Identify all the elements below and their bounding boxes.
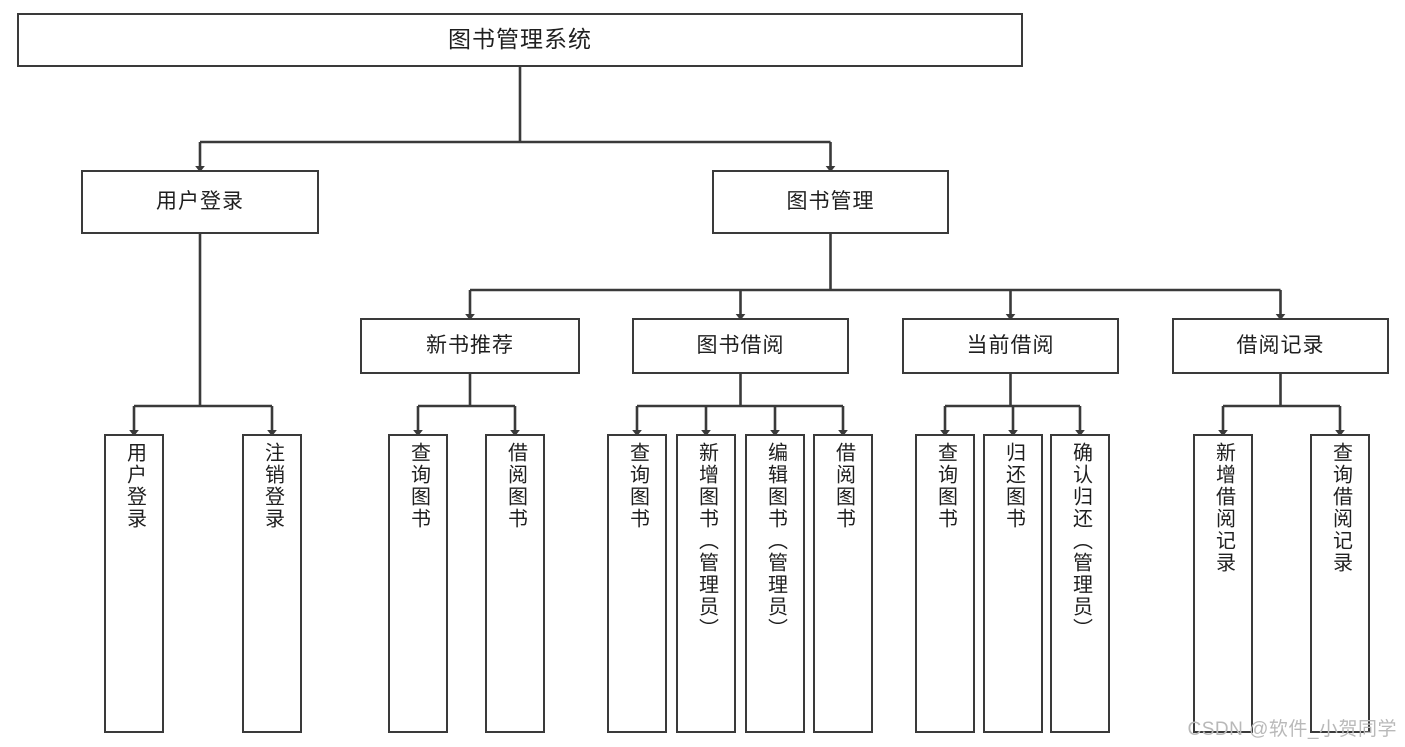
- node-lf3[interactable]: 查询图书: [388, 434, 448, 733]
- node-label: 编辑图书（管理员）: [764, 442, 787, 640]
- node-label: 图书借阅: [696, 334, 785, 358]
- node-label: 查询图书: [407, 442, 430, 530]
- node-label: 查询借阅记录: [1329, 442, 1352, 574]
- node-label: 借阅图书: [504, 442, 527, 530]
- node-label: 当前借阅: [966, 334, 1055, 358]
- node-label: 借阅图书: [832, 442, 855, 530]
- node-l2b[interactable]: 图书借阅: [632, 318, 849, 374]
- node-root[interactable]: 图书管理系统: [17, 13, 1023, 67]
- node-label: 注销登录: [261, 442, 284, 530]
- watermark-text: CSDN @软件_小贺同学: [1187, 719, 1397, 740]
- node-lf6[interactable]: 新增图书（管理员）: [676, 434, 736, 733]
- node-label: 借阅记录: [1236, 334, 1325, 358]
- node-lf10[interactable]: 归还图书: [983, 434, 1043, 733]
- node-lf2[interactable]: 注销登录: [242, 434, 302, 733]
- node-lf9[interactable]: 查询图书: [915, 434, 975, 733]
- node-label: 图书管理: [786, 190, 875, 214]
- node-lf13[interactable]: 查询借阅记录: [1310, 434, 1370, 733]
- node-label: 图书管理系统: [448, 26, 592, 53]
- node-lf5[interactable]: 查询图书: [607, 434, 667, 733]
- node-lf12[interactable]: 新增借阅记录: [1193, 434, 1253, 733]
- node-label: 新增图书（管理员）: [695, 442, 718, 640]
- node-label: 新增借阅记录: [1212, 442, 1235, 574]
- node-lf7[interactable]: 编辑图书（管理员）: [745, 434, 805, 733]
- node-label: 新书推荐: [426, 334, 514, 358]
- node-label: 归还图书: [1002, 442, 1025, 530]
- node-l1b[interactable]: 图书管理: [712, 170, 949, 234]
- node-l2c[interactable]: 当前借阅: [902, 318, 1119, 374]
- node-label: 查询图书: [626, 442, 649, 530]
- node-lf4[interactable]: 借阅图书: [485, 434, 545, 733]
- node-label: 用户登录: [123, 442, 146, 530]
- node-label: 确认归还（管理员）: [1069, 442, 1092, 640]
- edges-group: [129, 67, 1345, 437]
- node-l2a[interactable]: 新书推荐: [360, 318, 580, 374]
- node-lf11[interactable]: 确认归还（管理员）: [1050, 434, 1110, 733]
- node-label: 查询图书: [934, 442, 957, 530]
- node-lf8[interactable]: 借阅图书: [813, 434, 873, 733]
- node-lf1[interactable]: 用户登录: [104, 434, 164, 733]
- node-label: 用户登录: [156, 190, 244, 214]
- node-l1a[interactable]: 用户登录: [81, 170, 319, 234]
- node-l2d[interactable]: 借阅记录: [1172, 318, 1389, 374]
